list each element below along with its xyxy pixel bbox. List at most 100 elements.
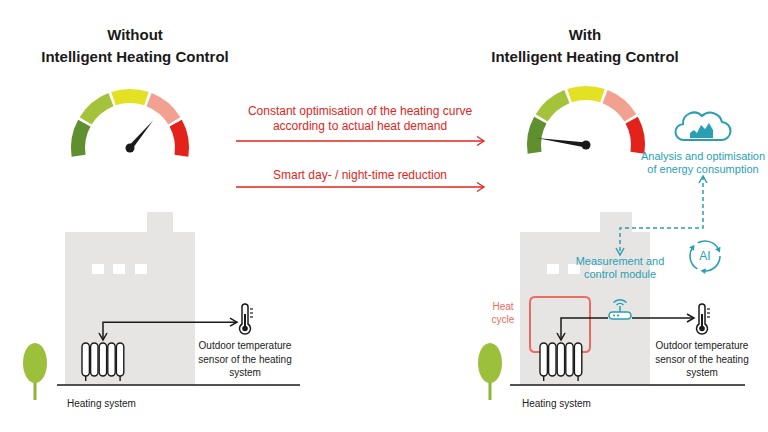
arrow-head — [557, 333, 565, 340]
thermometer-tick — [707, 316, 710, 317]
cloud-icon — [672, 108, 732, 142]
ai-cycle: AI — [687, 238, 723, 274]
tree — [478, 343, 502, 383]
arrow-head — [230, 318, 237, 326]
node-text: Heating system — [522, 397, 612, 411]
house — [65, 232, 195, 385]
arrow-head — [477, 183, 484, 192]
window — [113, 264, 125, 274]
gauge-hub — [582, 141, 591, 150]
radiator-fin — [566, 343, 573, 376]
router-antenna — [619, 306, 621, 312]
radiator-leg — [119, 376, 120, 381]
radiator-fin — [549, 343, 556, 376]
label-text: Smart day- / night-time reduction — [230, 168, 490, 183]
ground-line — [57, 384, 300, 386]
window — [135, 264, 147, 274]
thermometer-icon — [237, 303, 253, 335]
radiator-fin — [574, 343, 581, 376]
thermometer-column — [244, 314, 246, 327]
ground-line — [510, 384, 745, 386]
gauge-segment — [176, 123, 182, 156]
connector-line — [632, 317, 694, 319]
radiator-fin — [82, 343, 89, 376]
analysis-cloud: Analysis and optimisation of energy cons… — [638, 108, 768, 176]
heating-system: Heating system — [538, 340, 584, 382]
chimney — [147, 212, 173, 234]
thermometer-tick — [707, 312, 710, 313]
thermometer-outline — [240, 304, 251, 334]
router-body — [609, 312, 631, 319]
thermometer-tick — [250, 312, 253, 313]
connector-line — [103, 322, 237, 340]
radiator-fin — [91, 343, 98, 376]
gauge-needle — [537, 138, 587, 148]
radiator-leg — [543, 376, 544, 381]
router-wave — [614, 300, 627, 303]
radiator-fin — [557, 343, 564, 376]
node-text: Outdoor temperature sensor of the heatin… — [190, 339, 300, 380]
tree — [23, 343, 47, 383]
gauge-segment — [149, 100, 174, 121]
connector — [616, 176, 707, 255]
connector — [99, 318, 237, 340]
improvement-arrow — [236, 186, 484, 187]
radiator-fin — [116, 343, 123, 376]
gauge — [534, 93, 638, 153]
arrow-head — [687, 314, 694, 322]
router-wave — [617, 304, 624, 305]
heading: With Intelligent Heating Control — [475, 24, 695, 68]
thermometer-tick — [707, 308, 710, 309]
connector-line — [561, 318, 608, 340]
node-text: Outdoor temperature sensor of the heatin… — [647, 339, 757, 380]
label-text: Constant optimisation of the heating cur… — [230, 104, 490, 134]
cycle-arrow-head — [689, 245, 694, 251]
gauge-segment — [86, 100, 111, 121]
arrow-head — [699, 176, 707, 183]
house — [520, 232, 650, 385]
temperature-sensor: Outdoor temperature sensor of the heatin… — [694, 303, 710, 335]
connector — [557, 318, 608, 340]
gauge-segment — [534, 120, 540, 153]
gauge-segment — [542, 97, 567, 118]
thermometer-outline — [697, 304, 708, 334]
arrow-head — [99, 333, 107, 340]
node-text: Measurement and control module — [570, 255, 670, 281]
thermometer-tick — [250, 308, 253, 309]
gauge-hub — [126, 144, 135, 153]
heading-text: With Intelligent Heating Control — [491, 26, 679, 65]
cloud-outline — [675, 113, 730, 140]
gauge-segment — [114, 96, 147, 99]
router-light — [617, 314, 619, 316]
cycle-arrow-head — [701, 268, 706, 274]
arrow-head — [616, 248, 624, 255]
label-text: Heat cycle — [486, 300, 520, 326]
gauge-segment — [570, 93, 603, 96]
router-light — [613, 314, 615, 316]
radiator-fin — [540, 343, 547, 376]
thermometer-icon — [694, 303, 710, 335]
thermometer-tick — [250, 316, 253, 317]
node-text: AI — [687, 248, 723, 264]
cycle-arrow-head — [715, 247, 720, 253]
radiator-leg — [577, 376, 578, 381]
gauge — [78, 96, 182, 156]
arrow-head — [477, 137, 484, 146]
temperature-sensor: Outdoor temperature sensor of the heatin… — [237, 303, 253, 335]
radiator-fin — [108, 343, 115, 376]
node-text: Analysis and optimisation of energy cons… — [638, 150, 768, 176]
window — [547, 264, 559, 274]
window — [92, 264, 104, 274]
gauge-segment — [78, 123, 84, 156]
connector — [632, 314, 694, 322]
heading: Without Intelligent Heating Control — [25, 24, 245, 68]
cloud-chart — [690, 123, 713, 138]
chimney — [600, 212, 632, 234]
thermometer-bulb — [699, 326, 705, 332]
thermometer-column — [701, 314, 703, 327]
gauge-segment — [632, 120, 638, 153]
improvement-arrow — [236, 140, 484, 141]
heating-system: Heating system — [80, 340, 126, 382]
gauge-segment — [605, 97, 630, 118]
